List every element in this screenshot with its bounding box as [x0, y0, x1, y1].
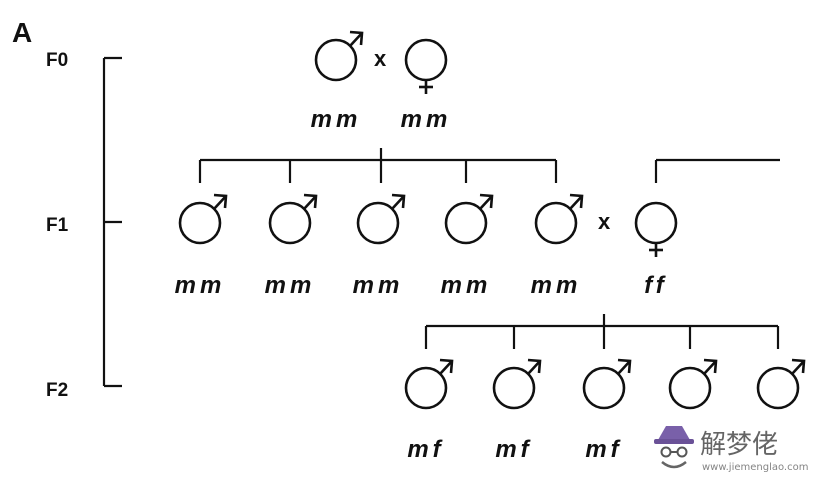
- f1-male-genotype-3: mm: [353, 272, 404, 299]
- f2-male-genotype-3: mf: [585, 436, 622, 463]
- f1-female-symbol: [634, 201, 678, 257]
- male-symbol-icon: [756, 366, 800, 410]
- f1-female-genotype: ff: [644, 272, 668, 299]
- generation-label-f2: F2: [46, 380, 68, 401]
- f2-male-symbol-2: [492, 358, 542, 410]
- f2-male-symbol-4: [668, 358, 718, 410]
- f0-male-genotype: mm: [311, 106, 362, 133]
- watermark-logo-icon: [654, 426, 694, 474]
- f1-female-lineage-bracket: [654, 158, 780, 183]
- f0-female-genotype: mm: [401, 106, 452, 133]
- f1-male-genotype-1: mm: [175, 272, 226, 299]
- f0-female-symbol: [404, 38, 448, 94]
- f1-male-symbol-2: [268, 193, 318, 245]
- f2-male-symbol-5: [756, 358, 806, 410]
- male-symbol-icon: [268, 201, 312, 245]
- f1-male-symbol-1: [178, 193, 228, 245]
- f1-male-genotype-4: mm: [441, 272, 492, 299]
- generation-label-f0: F0: [46, 50, 68, 71]
- watermark: 解梦佬 www.jiemenglao.com: [654, 426, 808, 474]
- f0-cross-mark: x: [374, 46, 387, 71]
- f1-male-symbol-5: [534, 193, 584, 245]
- male-symbol-icon: [314, 38, 358, 82]
- f2-male-symbol-3: [582, 358, 632, 410]
- female-symbol-icon: [634, 201, 678, 245]
- male-symbol-icon: [668, 366, 712, 410]
- male-symbol-icon: [444, 201, 488, 245]
- generation-axis: [102, 56, 122, 388]
- male-symbol-icon: [178, 201, 222, 245]
- f1-cross-mark: x: [598, 209, 611, 234]
- f1-male-symbol-4: [444, 193, 494, 245]
- f0-male-symbol: [314, 30, 364, 82]
- f0-offspring-bracket: [198, 148, 558, 183]
- watermark-text: 解梦佬: [700, 430, 778, 460]
- f1-male-genotype-5: mm: [531, 272, 582, 299]
- male-symbol-icon: [404, 366, 448, 410]
- f2-male-genotype-1: mf: [407, 436, 444, 463]
- male-symbol-icon: [356, 201, 400, 245]
- f1-male-genotype-2: mm: [265, 272, 316, 299]
- f2-male-genotype-2: mf: [495, 436, 532, 463]
- f2-male-symbol-1: [404, 358, 454, 410]
- panel-label: A: [12, 17, 32, 48]
- male-symbol-icon: [582, 366, 626, 410]
- f1-male-symbol-3: [356, 193, 406, 245]
- male-symbol-icon: [492, 366, 536, 410]
- male-symbol-icon: [534, 201, 578, 245]
- watermark-url: www.jiemenglao.com: [702, 462, 808, 473]
- female-symbol-icon: [404, 38, 448, 82]
- generation-label-f1: F1: [46, 215, 69, 236]
- f1-offspring-bracket: [424, 314, 780, 349]
